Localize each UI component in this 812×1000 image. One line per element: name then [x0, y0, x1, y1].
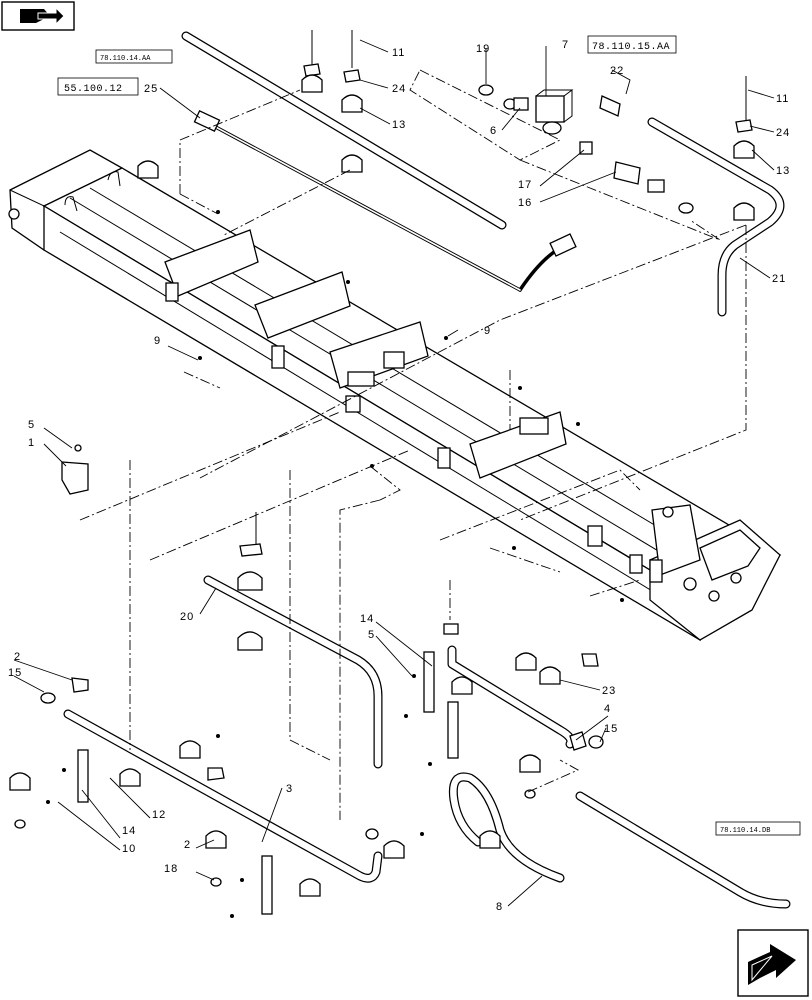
- svg-text:78.110.14.DB: 78.110.14.DB: [720, 827, 770, 835]
- leader-lines: [13, 39, 775, 907]
- callout-21: 21: [772, 273, 786, 285]
- svg-text:78.110.15.AA: 78.110.15.AA: [592, 42, 670, 53]
- callout-12: 12: [152, 809, 166, 821]
- callout-9: 9: [154, 335, 161, 347]
- callout-labels: 11 24 13 19 7 22 6 17 16 11 24 13 21 25 …: [8, 39, 790, 913]
- callout-24: 24: [776, 127, 790, 139]
- tube-4: [423, 623, 604, 799]
- callout-7: 7: [562, 39, 569, 51]
- dashed-reference-lines: [79, 69, 747, 820]
- callout-9: 9: [484, 325, 491, 337]
- fastener-dots: [46, 210, 624, 918]
- bolt-clamp-column-3: [733, 76, 755, 221]
- bolt-clamp-column-2: [341, 30, 363, 173]
- bolt-clamp-column-1: [301, 30, 323, 93]
- callout-15: 15: [8, 667, 22, 679]
- reference-box-78-110-14-aa[interactable]: 78.110.14.AA: [95, 49, 173, 64]
- tube-top-long: [181, 31, 507, 230]
- boom-assembly: [8, 149, 782, 642]
- callout-13: 13: [776, 165, 790, 177]
- fitting-group-top: [478, 84, 694, 214]
- book-nav-button[interactable]: [1, 1, 75, 31]
- callout-13: 13: [392, 119, 406, 131]
- callout-10: 10: [122, 843, 136, 855]
- bracket-1: [61, 444, 89, 495]
- callout-4: 4: [604, 703, 611, 715]
- reference-box-78-110-14-db[interactable]: 78.110.14.DB: [715, 821, 801, 836]
- callout-2: 2: [184, 839, 191, 851]
- callout-17: 17: [518, 179, 532, 191]
- callout-2: 2: [14, 651, 21, 663]
- callout-22: 22: [610, 65, 624, 77]
- callout-19: 19: [476, 43, 490, 55]
- callout-11: 11: [776, 93, 789, 105]
- svg-text:55.100.12: 55.100.12: [64, 84, 123, 95]
- book-icon: [20, 6, 65, 26]
- callout-14: 14: [360, 613, 374, 625]
- hose-8: [448, 772, 565, 883]
- callout-3: 3: [286, 783, 293, 795]
- callout-15: 15: [604, 723, 618, 735]
- callout-25: 25: [144, 83, 158, 95]
- callout-8: 8: [496, 901, 503, 913]
- reference-box-78-110-15-aa[interactable]: 78.110.15.AA: [587, 35, 677, 54]
- callout-11: 11: [392, 47, 405, 59]
- tube-20: [203, 512, 383, 769]
- callout-24: 24: [392, 83, 406, 95]
- callout-1: 1: [28, 437, 35, 449]
- reference-box-55-100-12[interactable]: 55.100.12: [57, 77, 139, 96]
- callout-5: 5: [28, 419, 35, 431]
- svg-text:78.110.14.AA: 78.110.14.AA: [100, 55, 151, 63]
- callout-6: 6: [490, 125, 497, 137]
- clamp-left: [137, 160, 159, 179]
- callout-14: 14: [122, 825, 136, 837]
- callout-16: 16: [518, 197, 532, 209]
- tube-21: [647, 117, 785, 317]
- tube-bottom-right: [575, 791, 791, 909]
- callout-5: 5: [368, 629, 375, 641]
- next-page-button[interactable]: [737, 929, 809, 997]
- tube-3: [9, 677, 405, 915]
- callout-18: 18: [164, 863, 178, 875]
- callout-23: 23: [602, 685, 616, 697]
- callout-20: 20: [180, 611, 194, 623]
- next-page-arrow-icon: [748, 944, 796, 985]
